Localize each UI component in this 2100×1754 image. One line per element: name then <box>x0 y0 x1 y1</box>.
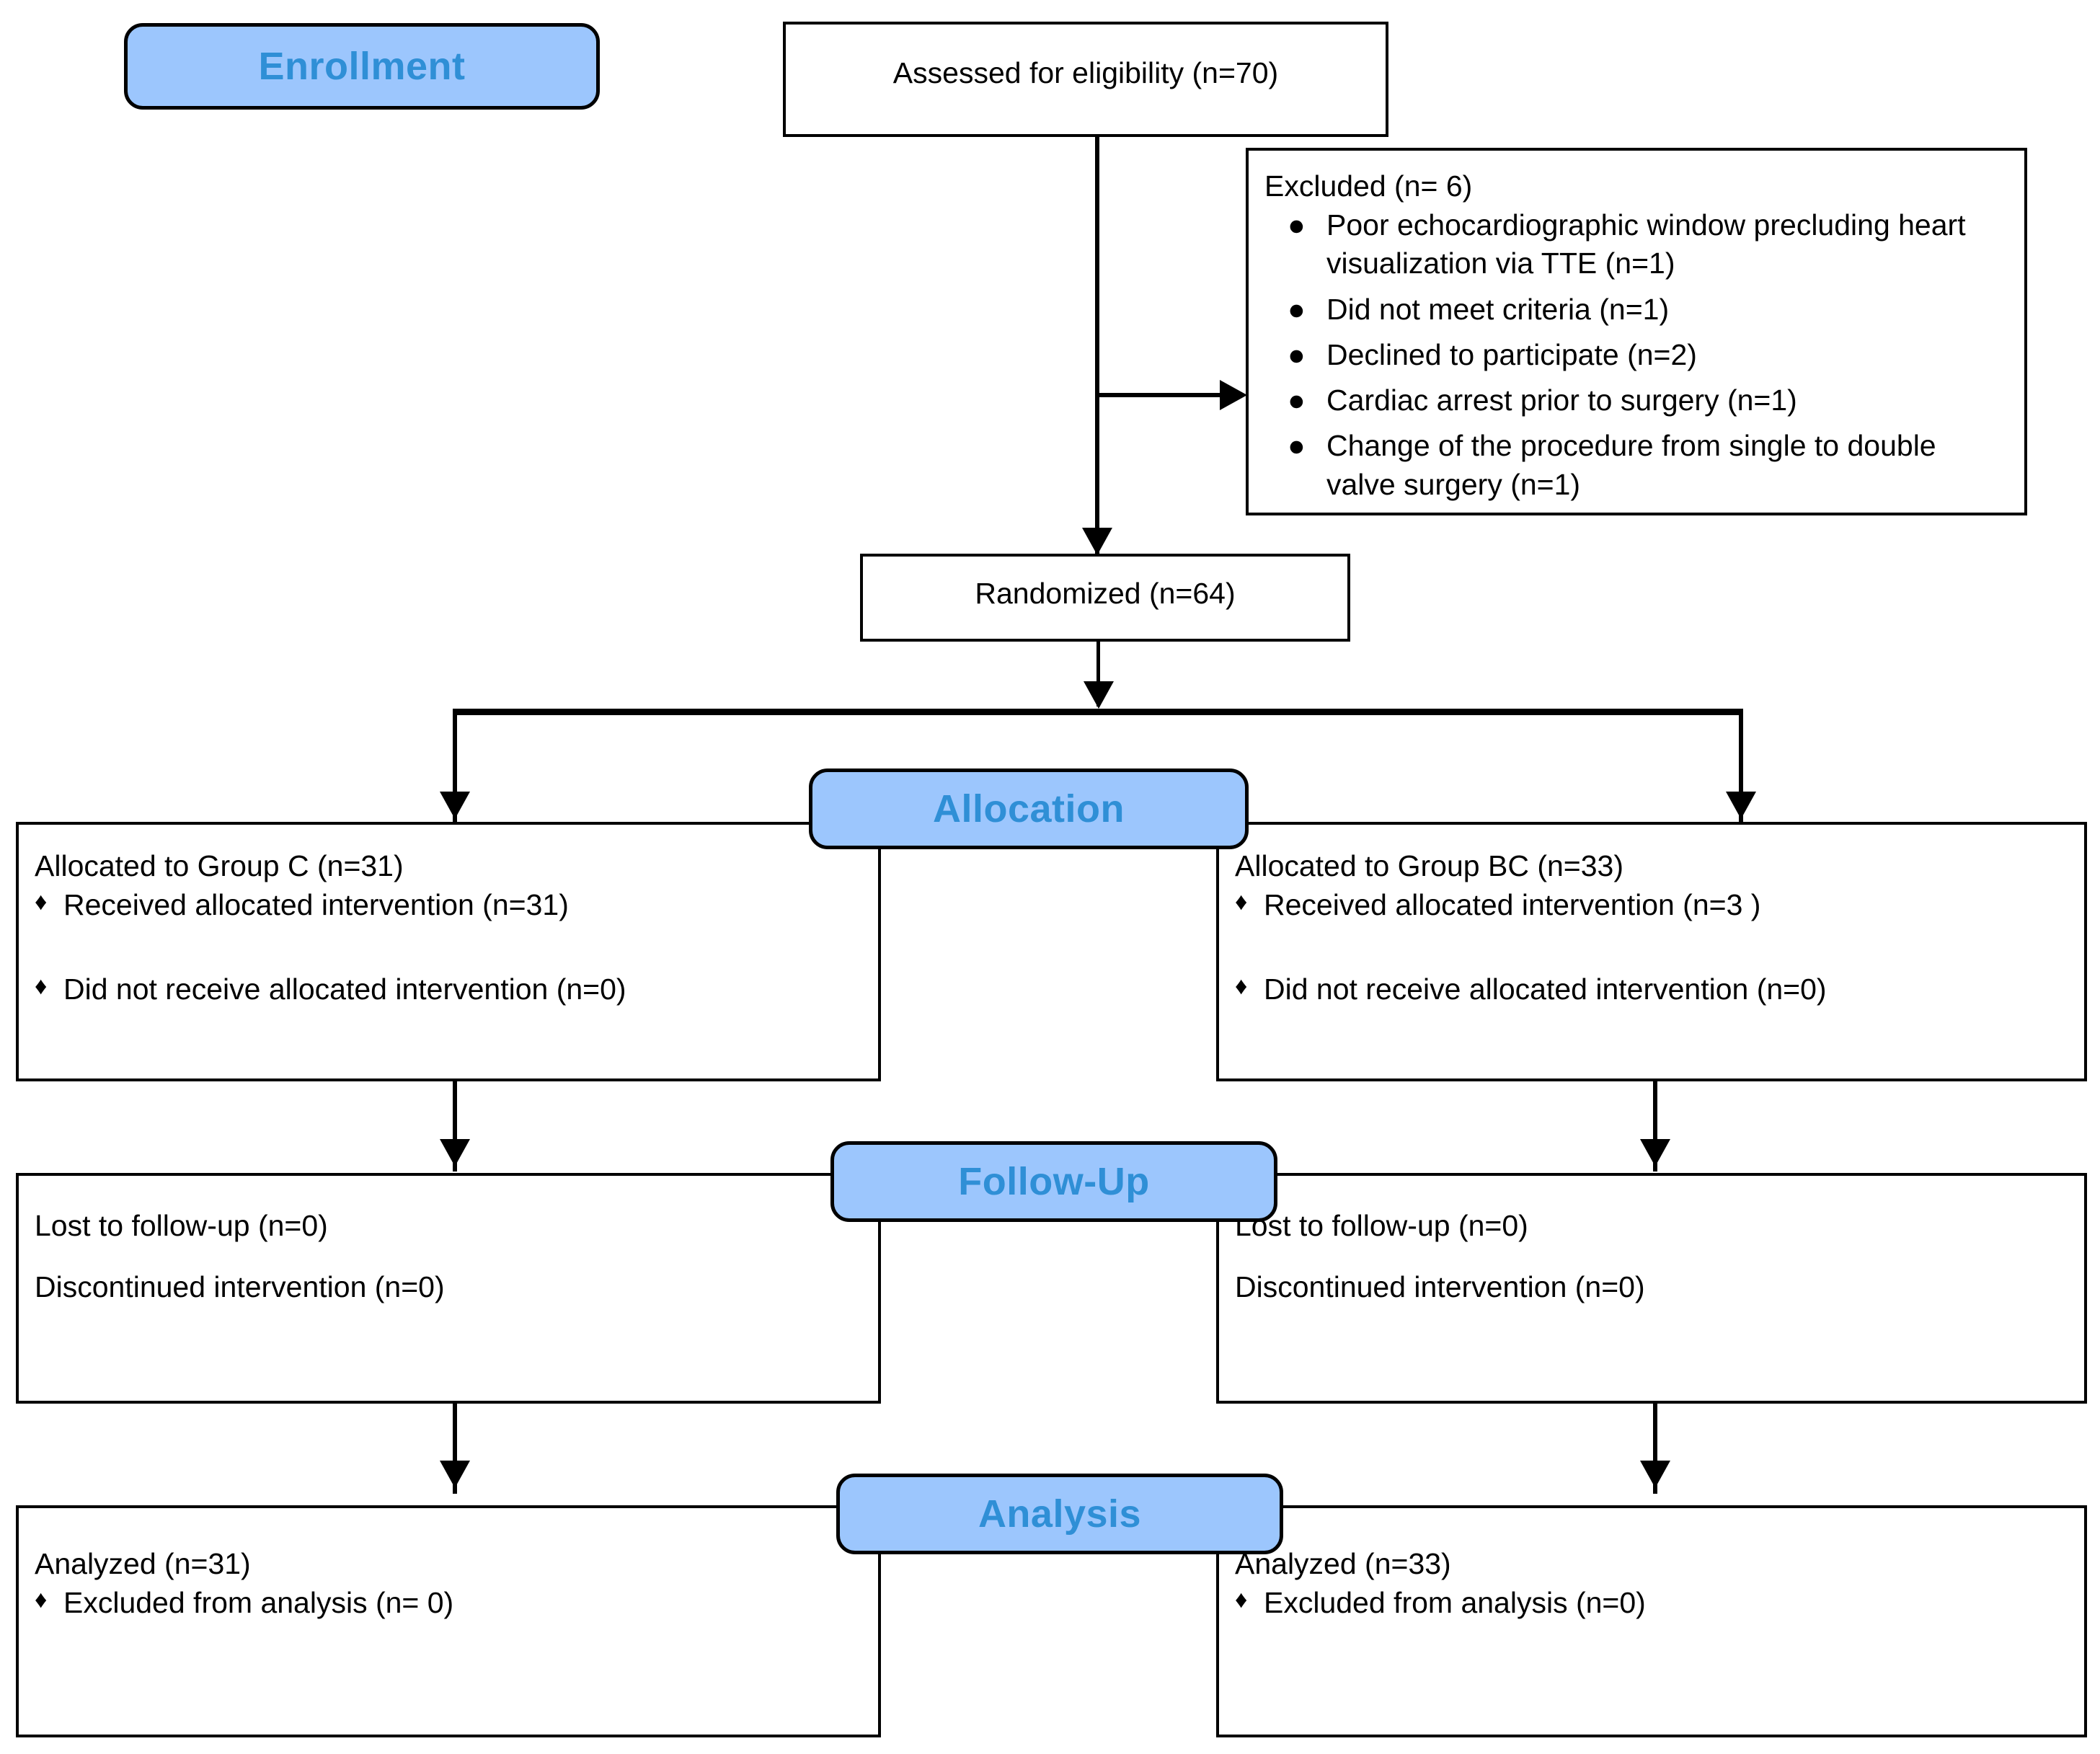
stage-badge-followup: Follow-Up <box>830 1141 1277 1222</box>
stage-badge-analysis: Analysis <box>836 1474 1283 1554</box>
stage-badge-allocation: Allocation <box>809 769 1249 849</box>
bullet-dot-icon: ● <box>1288 292 1306 326</box>
list-item: ● Cardiac arrest prior to surgery (n=1) <box>1264 381 2006 420</box>
followup-left-line-2: Discontinued intervention (n=0) <box>35 1270 445 1303</box>
arrowhead-allocation-left <box>440 792 470 819</box>
excluded-reasons-list: ● Poor echocardiographic window precludi… <box>1264 206 2006 504</box>
bullet-diamond-icon: ♦ <box>1235 1585 1248 1613</box>
arrowhead-assessed-to-randomized <box>1082 528 1112 555</box>
followup-left-box: Lost to follow-up (n=0) Discontinued int… <box>16 1173 881 1404</box>
list-spacer <box>35 924 859 970</box>
arrowhead-followup-right <box>1640 1139 1670 1166</box>
allocation-left-title: Allocated to Group C (n=31) <box>35 849 404 882</box>
randomized-text: Randomized (n=64) <box>975 577 1236 610</box>
list-item: ♦ Excluded from analysis (n= 0) <box>35 1584 859 1622</box>
connector-split-left-vertical <box>453 709 457 824</box>
list-item-label: Did not meet criteria (n=1) <box>1326 292 1670 326</box>
bullet-dot-icon: ● <box>1288 208 1306 242</box>
connector-assessed-to-randomized <box>1095 137 1099 555</box>
allocation-right-title: Allocated to Group BC (n=33) <box>1235 849 1623 882</box>
assessed-for-eligibility-box: Assessed for eligibility (n=70) <box>783 22 1388 137</box>
analysis-right-title: Analyzed (n=33) <box>1235 1547 1451 1580</box>
stage-badge-allocation-label: Allocation <box>932 787 1125 831</box>
stage-badge-followup-label: Follow-Up <box>958 1160 1150 1203</box>
analysis-left-title: Analyzed (n=31) <box>35 1547 251 1580</box>
list-item: ♦ Did not receive allocated intervention… <box>35 970 859 1009</box>
connector-randomized-stem <box>1096 642 1100 707</box>
allocation-left-list: ♦ Received allocated intervention (n=31)… <box>35 886 859 1009</box>
arrowhead-analysis-right <box>1640 1461 1670 1488</box>
list-item-label: Poor echocardiographic window precluding… <box>1326 208 1966 280</box>
connector-followup-to-analysis-right <box>1653 1404 1657 1494</box>
randomized-box: Randomized (n=64) <box>860 554 1350 642</box>
list-item-label: Did not receive allocated intervention (… <box>63 973 626 1006</box>
stage-badge-analysis-label: Analysis <box>978 1492 1142 1536</box>
followup-right-gap <box>1235 1246 2065 1267</box>
followup-left-line-1: Lost to follow-up (n=0) <box>35 1209 328 1242</box>
list-item-label: Received allocated intervention (n=31) <box>63 887 569 921</box>
analysis-right-list: ♦ Excluded from analysis (n=0) <box>1235 1584 2065 1622</box>
list-item-label: Received allocated intervention (n=3 ) <box>1264 887 1761 921</box>
connector-followup-to-analysis-left <box>453 1404 457 1494</box>
list-item: ♦ Did not receive allocated intervention… <box>1235 970 2065 1009</box>
assessed-for-eligibility-text: Assessed for eligibility (n=70) <box>892 56 1279 89</box>
list-item: ● Did not meet criteria (n=1) <box>1264 291 2006 329</box>
analysis-right-box: Analyzed (n=33) ♦ Excluded from analysis… <box>1216 1505 2087 1737</box>
stage-badge-enrollment: Enrollment <box>124 23 600 110</box>
excluded-title: Excluded (n= 6) <box>1264 169 1473 203</box>
allocation-left-box: Allocated to Group C (n=31) ♦ Received a… <box>16 822 881 1081</box>
bullet-diamond-icon: ♦ <box>1235 973 1248 1001</box>
stage-badge-enrollment-label: Enrollment <box>258 45 466 88</box>
arrowhead-assessed-to-excluded <box>1220 380 1247 410</box>
arrowhead-allocation-right <box>1726 792 1756 819</box>
list-item-label: Excluded from analysis (n=0) <box>1264 1585 1646 1619</box>
followup-right-box: Lost to follow-up (n=0) Discontinued int… <box>1216 1173 2087 1404</box>
list-item-label: Change of the procedure from single to d… <box>1326 429 1936 501</box>
bullet-diamond-icon: ♦ <box>35 973 48 1001</box>
bullet-diamond-icon: ♦ <box>1235 887 1248 916</box>
list-item: ● Poor echocardiographic window precludi… <box>1264 206 2006 283</box>
bullet-dot-icon: ● <box>1288 429 1306 463</box>
bullet-dot-icon: ● <box>1288 337 1306 371</box>
connector-split-right-vertical <box>1739 709 1743 824</box>
list-item: ♦ Received allocated intervention (n=31) <box>35 886 859 924</box>
excluded-box: Excluded (n= 6) ● Poor echocardiographic… <box>1246 148 2027 515</box>
connector-assessed-to-excluded <box>1097 393 1237 397</box>
bullet-diamond-icon: ♦ <box>35 1585 48 1613</box>
list-item: ♦ Excluded from analysis (n=0) <box>1235 1584 2065 1622</box>
list-spacer <box>1235 924 2065 970</box>
list-item-label: Declined to participate (n=2) <box>1326 337 1697 371</box>
bullet-dot-icon: ● <box>1288 384 1306 417</box>
followup-left-gap <box>35 1246 859 1267</box>
arrowhead-followup-left <box>440 1139 470 1166</box>
connector-allocation-to-followup-right <box>1653 1081 1657 1171</box>
allocation-right-box: Allocated to Group BC (n=33) ♦ Received … <box>1216 822 2087 1081</box>
connector-split-bar <box>453 709 1743 715</box>
list-item: ♦ Received allocated intervention (n=3 ) <box>1235 886 2065 924</box>
bullet-diamond-icon: ♦ <box>35 887 48 916</box>
list-item: ● Declined to participate (n=2) <box>1264 336 2006 374</box>
connector-allocation-to-followup-left <box>453 1081 457 1171</box>
followup-right-line-2: Discontinued intervention (n=0) <box>1235 1270 1645 1303</box>
analysis-left-list: ♦ Excluded from analysis (n= 0) <box>35 1584 859 1622</box>
followup-right-line-1: Lost to follow-up (n=0) <box>1235 1209 1528 1242</box>
list-item-label: Excluded from analysis (n= 0) <box>63 1585 454 1619</box>
arrowhead-randomized-split <box>1084 681 1114 709</box>
arrowhead-analysis-left <box>440 1461 470 1488</box>
list-item-label: Cardiac arrest prior to surgery (n=1) <box>1326 384 1797 417</box>
list-item: ● Change of the procedure from single to… <box>1264 427 2006 504</box>
allocation-right-list: ♦ Received allocated intervention (n=3 )… <box>1235 886 2065 1009</box>
list-item-label: Did not receive allocated intervention (… <box>1264 973 1827 1006</box>
analysis-left-box: Analyzed (n=31) ♦ Excluded from analysis… <box>16 1505 881 1737</box>
